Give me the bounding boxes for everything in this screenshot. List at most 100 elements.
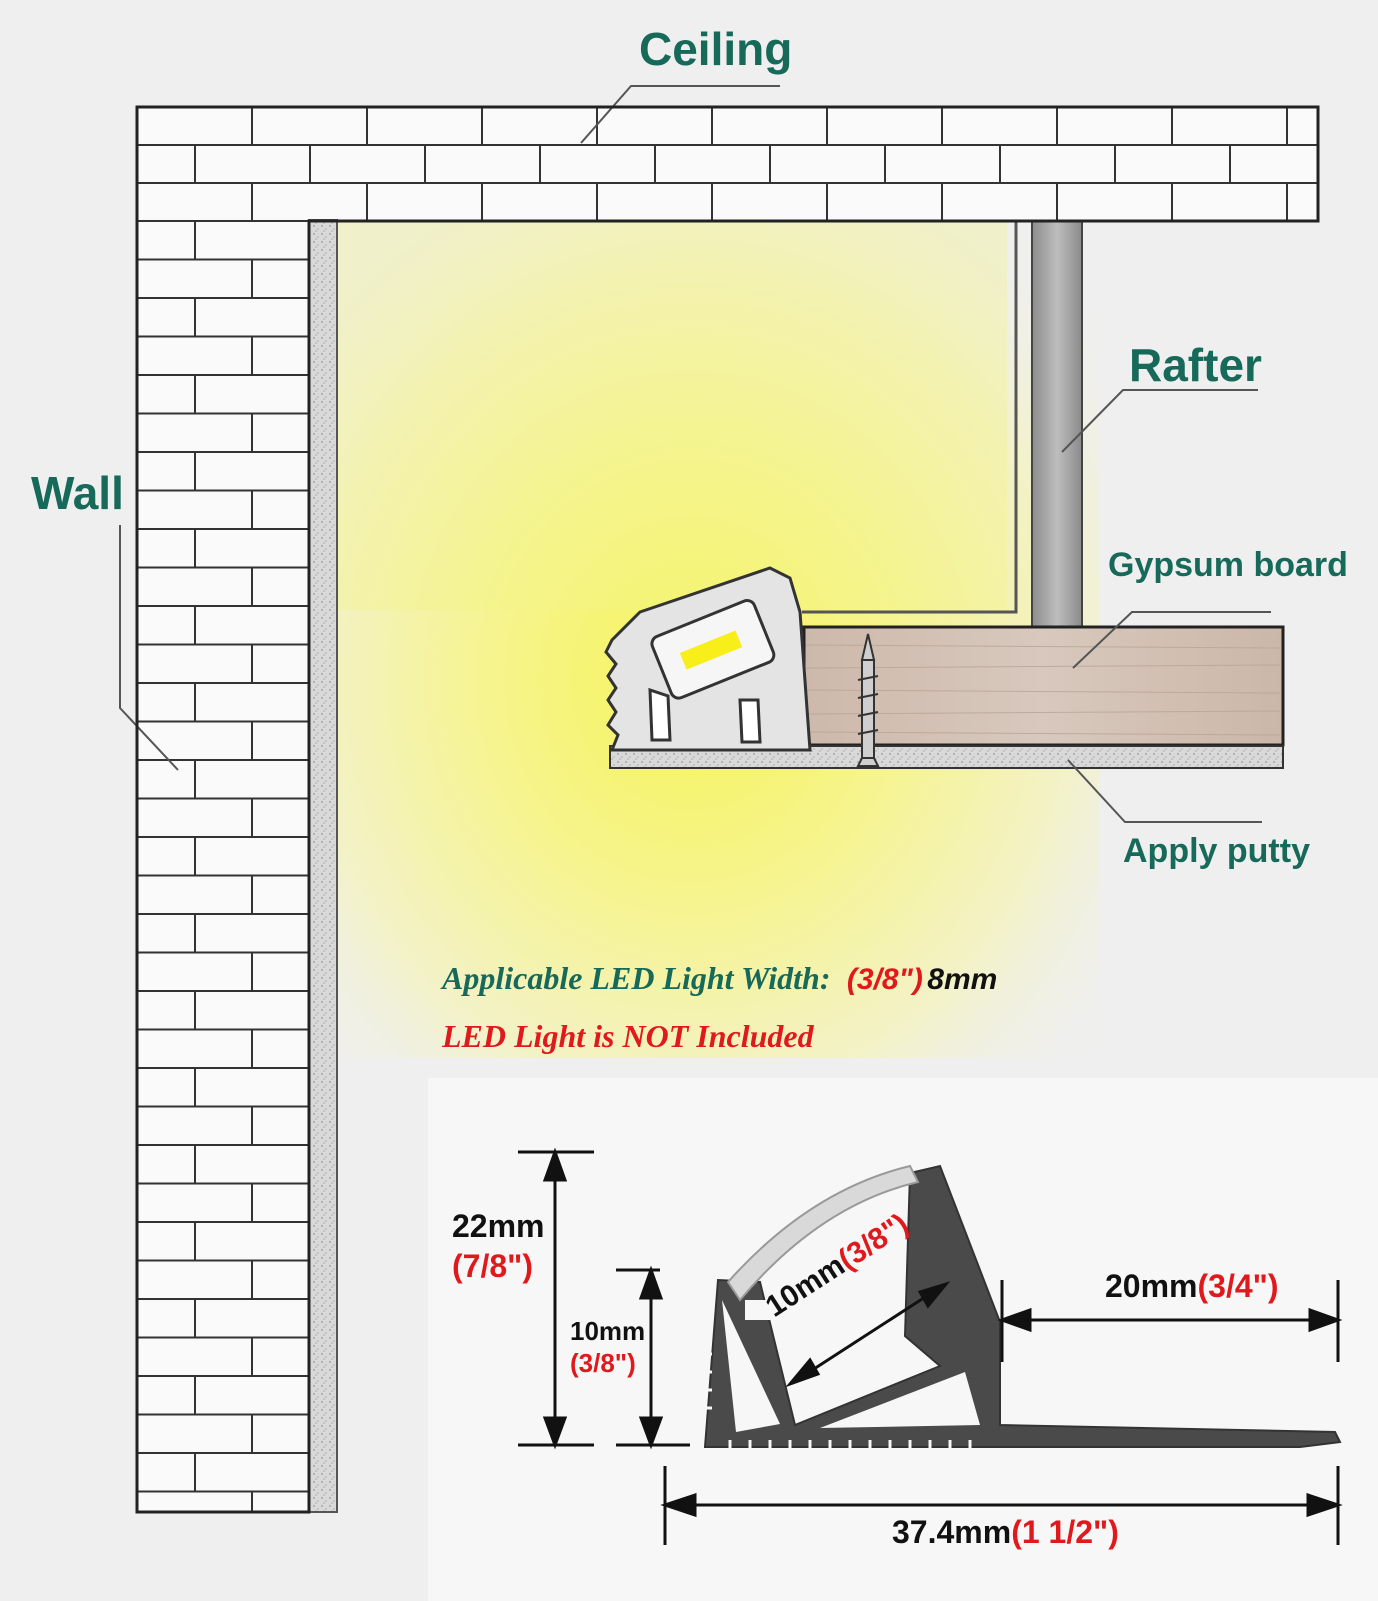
wall-brick [136,1298,196,1339]
wall-brick [136,990,196,1031]
wall-brick [194,836,310,877]
height-inner-in: (3/8") [570,1348,636,1378]
ceiling-brick [251,182,368,222]
wall-brick [251,874,310,915]
ceiling-brick [884,144,1001,184]
wall-brick [136,759,196,800]
wall-brick [136,682,196,723]
ceiling-brick [481,182,598,222]
ceiling-brick [711,106,828,146]
wall-brick [251,1336,310,1377]
ceiling-label: Ceiling [639,23,793,75]
leader-lines [119,85,1271,823]
ceiling-brick [251,106,368,146]
wall-brick [251,643,310,684]
ceiling-brick [941,182,1058,222]
wall-brick [194,220,310,261]
wall-brick [136,489,253,530]
ceiling-brick [654,144,771,184]
ceiling-wall-outline [135,105,1320,1514]
ceiling-brick [424,144,541,184]
ceiling-brick [1056,182,1173,222]
ceiling-brick [136,144,196,184]
rafter-label: Rafter [1129,339,1262,391]
wall-brick [136,412,253,453]
wall-brick [136,605,196,646]
ceiling-brick [1056,106,1173,146]
ceiling-brick [136,106,253,146]
installed-led-profile [604,566,812,752]
wall-brick [251,258,310,299]
gypsum-board-label: Gypsum board [1108,546,1348,584]
wall-brick [136,1452,196,1493]
wall-brick [136,913,196,954]
wall-brick [136,1490,253,1513]
flange-mm: 20mm [1105,1268,1198,1304]
wall-brick [251,412,310,453]
wall-brick [194,451,310,492]
flange-in: (3/4") [1197,1268,1279,1304]
wall-brick [136,1182,253,1223]
wall-brick [136,836,196,877]
wall-brick [251,797,310,838]
wall-brick [136,335,253,376]
rafter [1031,220,1083,628]
wall-brick [136,1259,253,1300]
wall-brick [194,1375,310,1416]
ceiling-brick [1286,106,1319,146]
wall-brick [194,605,310,646]
height-inner-mm: 10mm [570,1316,646,1346]
wall-brick [194,1298,310,1339]
wall-brick [194,1144,310,1185]
wall-brick [251,1182,310,1223]
wall-brick [136,1413,253,1454]
wall-brick [136,258,253,299]
wall-bricks [136,220,310,1513]
wall-brick [136,566,253,607]
ceiling-brick [1171,106,1288,146]
wall-brick [136,297,196,338]
ceiling-brick [1286,182,1319,222]
wall-brick [194,374,310,415]
wall-brick [136,220,196,261]
wall-brick [251,720,310,761]
led-width-mm: 8mm [927,963,998,996]
wall-brick [251,489,310,530]
ceiling-brick [366,182,483,222]
wall-brick [251,1105,310,1146]
wall-brick [136,874,253,915]
wall-brick [136,374,196,415]
gypsum-board [802,625,1285,747]
ceiling-frame-line [802,221,1018,614]
wall-brick [194,1221,310,1262]
wall-label: Wall [31,467,124,519]
wall-brick [251,1028,310,1069]
wall-brick [194,759,310,800]
total-width-label: 37.4mm(1 1/2") [892,1514,1119,1551]
wall-brick [251,566,310,607]
ceiling-brick [999,144,1116,184]
height-total-in: (7/8") [452,1248,533,1284]
flange-width-label: 20mm(3/4") [1105,1268,1278,1305]
dimension-lines [518,1147,1343,1545]
led-width-fraction: (3/8") [846,963,923,996]
led-width-note: Applicable LED Light Width: (3/8") 8mm [442,960,997,997]
ceiling-brick [826,182,943,222]
wall-brick [136,951,253,992]
ceiling-brick [826,106,943,146]
height-total-mm: 22mm [452,1208,545,1244]
wall-brick [194,528,310,569]
ceiling-brick [309,144,426,184]
wall-brick [136,720,253,761]
wall-brick [136,1144,196,1185]
led-strip-icon [679,630,743,670]
wall-brick [136,1105,253,1146]
wall-brick [136,1067,196,1108]
ceiling-brick [136,182,253,222]
wall-brick [194,913,310,954]
wall-brick [194,682,310,723]
wall-brick [194,990,310,1031]
wall-brick [136,1221,196,1262]
wall-brick [136,643,253,684]
